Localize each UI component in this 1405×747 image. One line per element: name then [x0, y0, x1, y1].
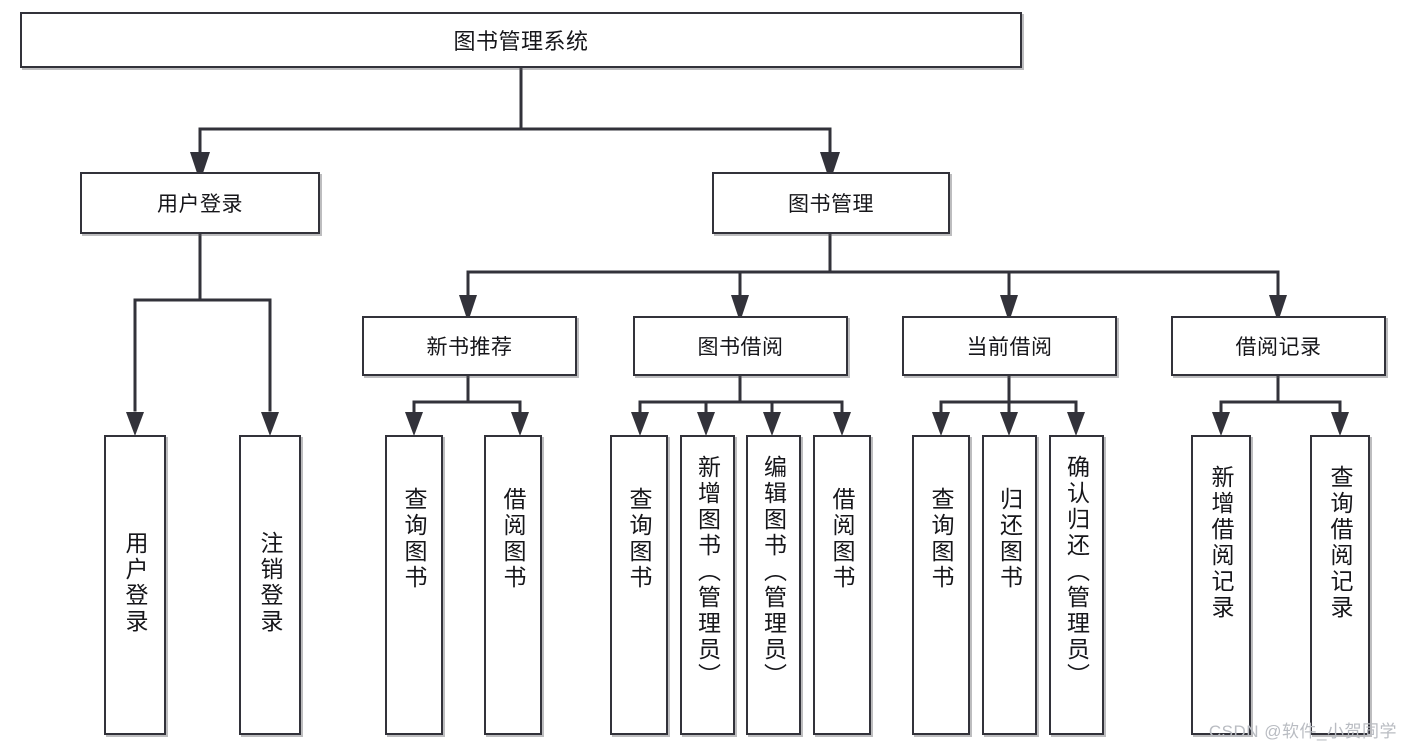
node-root-label: 图书管理系统	[453, 29, 589, 54]
node-new-book-recommend[interactable]: 新书推荐	[362, 316, 577, 376]
leaf-user-login[interactable]: 用户登录	[104, 435, 166, 735]
leaf-query-book-3-label: 查询图书	[928, 487, 955, 591]
leaf-borrow-book-2-label: 借阅图书	[829, 487, 856, 591]
leaf-borrow-book-1-label: 借阅图书	[500, 487, 527, 591]
leaf-query-book-1-label: 查询图书	[401, 487, 428, 591]
leaf-add-record[interactable]: 新增借阅记录	[1191, 435, 1251, 735]
node-new-book-recommend-label: 新书推荐	[426, 336, 513, 359]
leaf-return-book-label: 归还图书	[996, 487, 1023, 591]
leaf-logout-login[interactable]: 注销登录	[239, 435, 301, 735]
leaf-query-record-label: 查询借阅记录	[1327, 465, 1354, 621]
node-book-borrow[interactable]: 图书借阅	[633, 316, 848, 376]
leaf-logout-login-label: 注销登录	[257, 531, 284, 635]
node-current-borrow[interactable]: 当前借阅	[902, 316, 1117, 376]
leaf-confirm-return[interactable]: 确认归还（管理员）	[1049, 435, 1104, 735]
leaf-edit-book-label: 编辑图书（管理员）	[760, 455, 787, 689]
leaf-add-record-label: 新增借阅记录	[1208, 465, 1235, 621]
node-root[interactable]: 图书管理系统	[20, 12, 1022, 68]
node-book-borrow-label: 图书借阅	[697, 336, 784, 359]
node-user-login[interactable]: 用户登录	[80, 172, 320, 234]
node-book-manage[interactable]: 图书管理	[712, 172, 950, 234]
leaf-add-book[interactable]: 新增图书（管理员）	[680, 435, 735, 735]
leaf-confirm-return-label: 确认归还（管理员）	[1063, 455, 1090, 689]
node-borrow-record-label: 借阅记录	[1235, 336, 1322, 359]
leaf-query-book-3[interactable]: 查询图书	[912, 435, 970, 735]
leaf-user-login-label: 用户登录	[122, 531, 149, 635]
csdn-watermark: CSDN @软件_小贺同学	[1208, 722, 1397, 741]
node-current-borrow-label: 当前借阅	[966, 336, 1053, 359]
leaf-return-book[interactable]: 归还图书	[982, 435, 1037, 735]
leaf-query-book-2-label: 查询图书	[626, 487, 653, 591]
leaf-query-book-1[interactable]: 查询图书	[385, 435, 443, 735]
leaf-query-book-2[interactable]: 查询图书	[610, 435, 668, 735]
node-book-manage-label: 图书管理	[788, 193, 874, 216]
leaf-borrow-book-1[interactable]: 借阅图书	[484, 435, 542, 735]
leaf-borrow-book-2[interactable]: 借阅图书	[813, 435, 871, 735]
leaf-add-book-label: 新增图书（管理员）	[694, 455, 721, 689]
node-borrow-record[interactable]: 借阅记录	[1171, 316, 1386, 376]
node-user-login-label: 用户登录	[157, 193, 243, 216]
leaf-query-record[interactable]: 查询借阅记录	[1310, 435, 1370, 735]
leaf-edit-book[interactable]: 编辑图书（管理员）	[746, 435, 801, 735]
